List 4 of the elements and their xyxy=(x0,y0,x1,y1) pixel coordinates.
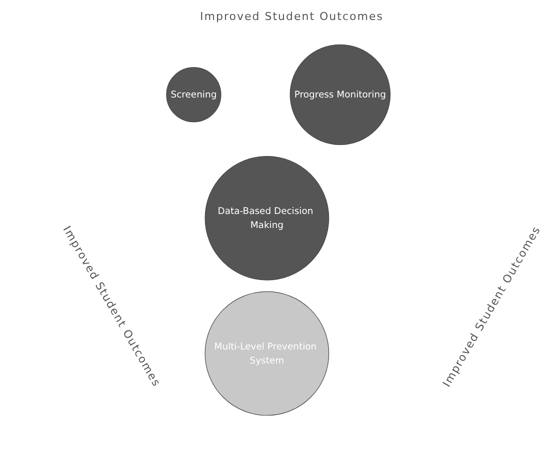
node-circle: Screening xyxy=(166,67,221,122)
node-circle: Data-Based Decision Making xyxy=(204,156,329,280)
arc-label: Improved Student Outcomes xyxy=(200,10,384,23)
node-circle: Progress Monitoring xyxy=(289,44,390,146)
